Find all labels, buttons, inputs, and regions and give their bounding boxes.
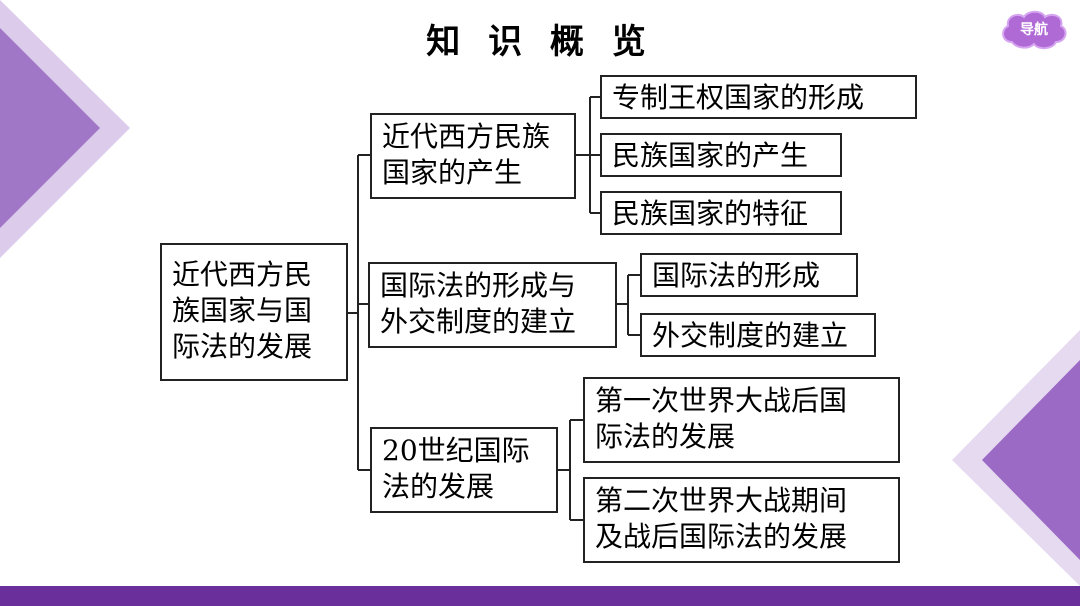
right-triangle-inner [982, 360, 1080, 560]
leaf-node-2-2[interactable]: 外交制度的建立 [640, 313, 876, 357]
nav-button[interactable]: 导航 [998, 8, 1070, 52]
leaf-node-1-1[interactable]: 专制王权国家的形成 [600, 75, 917, 119]
bottom-accent-bar [0, 586, 1080, 606]
leaf-node-1-3[interactable]: 民族国家的特征 [600, 191, 842, 235]
nav-label: 导航 [1020, 22, 1048, 38]
leaf-node-3-1[interactable]: 第一次世界大战后国 际法的发展 [583, 377, 900, 463]
branch-node-3[interactable]: 20世纪国际 法的发展 [370, 427, 558, 513]
leaf-node-2-1[interactable]: 国际法的形成 [640, 253, 858, 297]
leaf-node-1-2[interactable]: 民族国家的产生 [600, 133, 842, 177]
root-node[interactable]: 近代西方民 族国家与国 际法的发展 [160, 243, 348, 381]
leaf-node-3-2[interactable]: 第二次世界大战期间 及战后国际法的发展 [583, 477, 900, 563]
branch-node-1[interactable]: 近代西方民族 国家的产生 [370, 113, 576, 199]
page-title: 知 识 概 览 [426, 22, 654, 62]
branch-node-2[interactable]: 国际法的形成与 外交制度的建立 [368, 262, 617, 348]
left-triangle-inner [0, 28, 100, 228]
cloud-icon [1002, 10, 1067, 50]
